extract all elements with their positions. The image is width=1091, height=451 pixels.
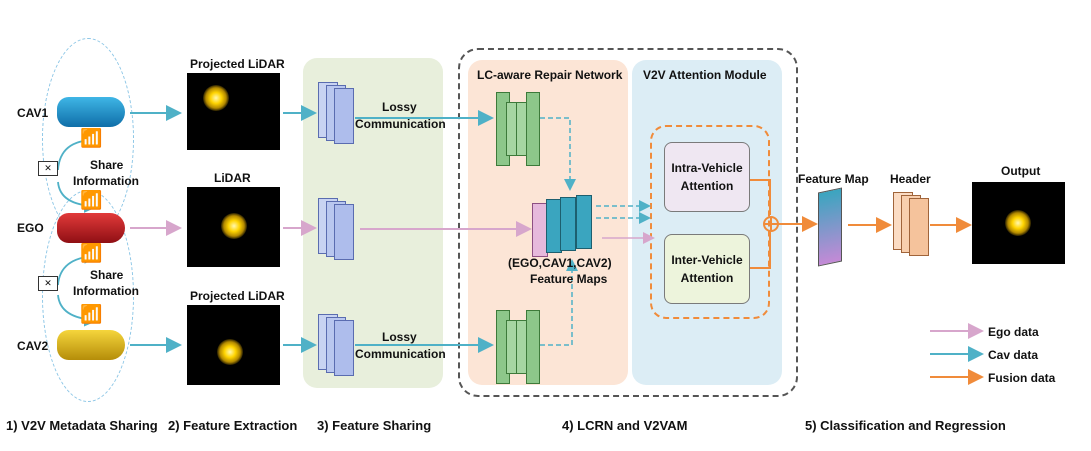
lcrn-title: LC-aware Repair Network — [477, 68, 623, 82]
metadata-ellipse-lower — [42, 190, 134, 402]
stage-2-label: 2) Feature Extraction — [168, 418, 298, 433]
feature-stack-mid — [318, 198, 354, 260]
header-stack — [893, 192, 929, 256]
share-info-bottom-line2: Information — [73, 284, 139, 298]
lcrn-v2vam-dashed-frame — [458, 48, 798, 397]
cav1-label: CAV1 — [17, 106, 49, 120]
lossy-bottom-line2: Communication — [355, 347, 446, 361]
attention-dashed-frame — [650, 125, 770, 319]
share-info-top-line1: Share — [90, 158, 124, 172]
wifi-icon: 📶 — [80, 128, 103, 148]
intra-line1: Intra-Vehicle — [671, 161, 743, 175]
v2vam-title: V2V Attention Module — [643, 68, 767, 82]
intra-line2: Attention — [680, 179, 734, 193]
cav2-label: CAV2 — [17, 339, 49, 353]
lidar-title-top: Projected LiDAR — [190, 57, 285, 71]
share-info-bottom-line1: Share — [90, 268, 124, 282]
header-label: Header — [890, 172, 931, 186]
lidar-image-mid — [187, 187, 280, 267]
legend-cav: Cav data — [988, 348, 1039, 362]
inter-line1: Inter-Vehicle — [671, 253, 743, 267]
share-info-top-line2: Information — [73, 174, 139, 188]
lossy-top-line1: Lossy — [382, 100, 417, 114]
projected-lidar-image-top — [187, 73, 280, 150]
lossy-top-line2: Communication — [355, 117, 446, 131]
projected-lidar-image-bottom — [187, 305, 280, 385]
v2vam-panel — [632, 60, 782, 385]
inter-line2: Attention — [680, 271, 734, 285]
feature-maps-line1: (EGO,CAV1,CAV2) — [508, 256, 612, 270]
stage-3-label: 3) Feature Sharing — [317, 418, 432, 433]
wifi-icon: 📶 — [80, 243, 103, 263]
output-label: Output — [1001, 164, 1041, 178]
stage-4-label: 4) LCRN and V2VAM — [562, 418, 688, 433]
repair-network-top — [496, 92, 540, 166]
mail-icon: ✕ — [38, 276, 58, 291]
output-image — [972, 182, 1065, 264]
lossy-bottom-line1: Lossy — [382, 330, 417, 344]
feature-map-label: Feature Map — [798, 172, 869, 186]
wifi-icon: 📶 — [80, 304, 103, 324]
legend-ego: Ego data — [988, 325, 1039, 339]
fused-feature-map — [818, 187, 842, 267]
stage-1-label: 1) V2V Metadata Sharing — [6, 418, 158, 433]
feature-stack-top — [318, 82, 354, 144]
stacked-feature-maps — [532, 195, 602, 257]
wifi-icon: 📶 — [80, 190, 103, 210]
lidar-title-mid: LiDAR — [214, 171, 251, 185]
repair-network-bottom — [496, 310, 540, 384]
ego-label: EGO — [17, 221, 44, 235]
feature-maps-line2: Feature Maps — [530, 272, 608, 286]
legend-fusion: Fusion data — [988, 371, 1056, 385]
lidar-title-bottom: Projected LiDAR — [190, 289, 285, 303]
mail-icon: ✕ — [38, 161, 58, 176]
stage-5-label: 5) Classification and Regression — [805, 418, 1006, 433]
cav1-car-icon — [57, 97, 125, 127]
cav2-car-icon — [57, 330, 125, 360]
ego-car-icon — [57, 213, 125, 243]
feature-stack-bottom — [318, 314, 354, 376]
